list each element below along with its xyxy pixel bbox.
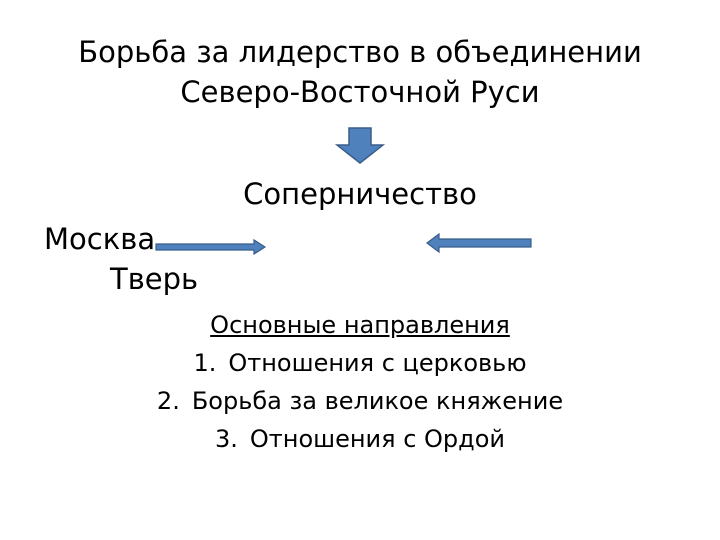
directions-list: Основные направления 1. Отношения с церко… [0, 306, 720, 458]
direction-number: 1. [193, 349, 217, 377]
arrow-down-icon [335, 127, 385, 164]
title-line-2: Северо-Восточной Руси [180, 75, 540, 109]
direction-text: Борьба за великое княжение [191, 387, 564, 415]
slide-title: Борьба за лидерство в объединении Северо… [20, 32, 700, 112]
moscow-label: Москва [44, 222, 156, 256]
direction-number: 3. [214, 425, 238, 453]
direction-item: 2. Борьба за великое княжение [0, 382, 720, 420]
rivalry-label: Соперничество [243, 177, 477, 211]
direction-item: 1. Отношения с церковью [0, 344, 720, 382]
arrow-left-icon [426, 233, 532, 254]
tver-label: Тверь [110, 262, 199, 296]
directions-heading: Основные направления [210, 311, 510, 339]
title-line-1: Борьба за лидерство в объединении [78, 35, 642, 69]
arrow-right-icon [155, 238, 267, 256]
direction-number: 2. [156, 387, 180, 415]
direction-item: 3. Отношения с Ордой [0, 420, 720, 458]
direction-text: Отношения с церковью [228, 349, 527, 377]
direction-text: Отношения с Ордой [249, 425, 506, 453]
